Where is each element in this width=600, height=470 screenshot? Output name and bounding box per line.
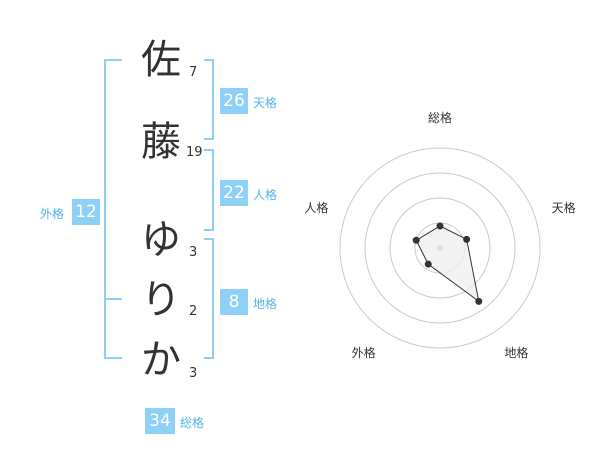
tenkaku-label: 天格 (253, 96, 278, 110)
stroke-count-3: 3 (189, 245, 198, 260)
radar-point-2 (463, 235, 471, 243)
radar-ring-4 (339, 147, 541, 349)
name-char-4: り (141, 277, 181, 323)
chikaku-label: 地格 (253, 297, 278, 311)
chikaku-value-badge: 8 (220, 289, 248, 315)
radar-axis-label-1: 総格 (428, 110, 452, 125)
radar-axis-label-5: 人格 (304, 200, 328, 215)
soukaku-label: 総格 (180, 416, 205, 430)
name-char-3: ゆ (141, 217, 181, 263)
radar-point-3 (475, 297, 483, 305)
name-char-1: 佐 (141, 37, 181, 83)
radar-axis-label-4: 外格 (352, 345, 376, 360)
jinkaku-label: 人格 (253, 188, 278, 202)
radar-ring-2 (389, 197, 491, 299)
radar-axis-label-2: 天格 (552, 200, 576, 215)
stroke-count-1: 7 (189, 65, 198, 80)
radar-polygon (415, 225, 480, 303)
radar-axis-label-3: 地格 (504, 345, 528, 360)
name-char-2: 藤 (141, 119, 181, 165)
radar-point-1 (436, 222, 444, 230)
stroke-count-4: 2 (189, 304, 198, 319)
gaikaku-label: 外格 (40, 207, 65, 221)
radar-point-4 (424, 260, 432, 268)
tenkaku-value-badge: 26 (220, 88, 248, 114)
radar-point-5 (412, 236, 420, 244)
gaikaku-value-badge: 12 (72, 199, 100, 225)
radar-ring-3 (364, 172, 516, 324)
stroke-count-2: 19 (186, 145, 203, 160)
soukaku-value-badge: 34 (145, 408, 175, 434)
jinkaku-value-badge: 22 (220, 180, 248, 206)
stroke-count-5: 3 (189, 366, 198, 381)
name-char-5: か (141, 337, 181, 383)
